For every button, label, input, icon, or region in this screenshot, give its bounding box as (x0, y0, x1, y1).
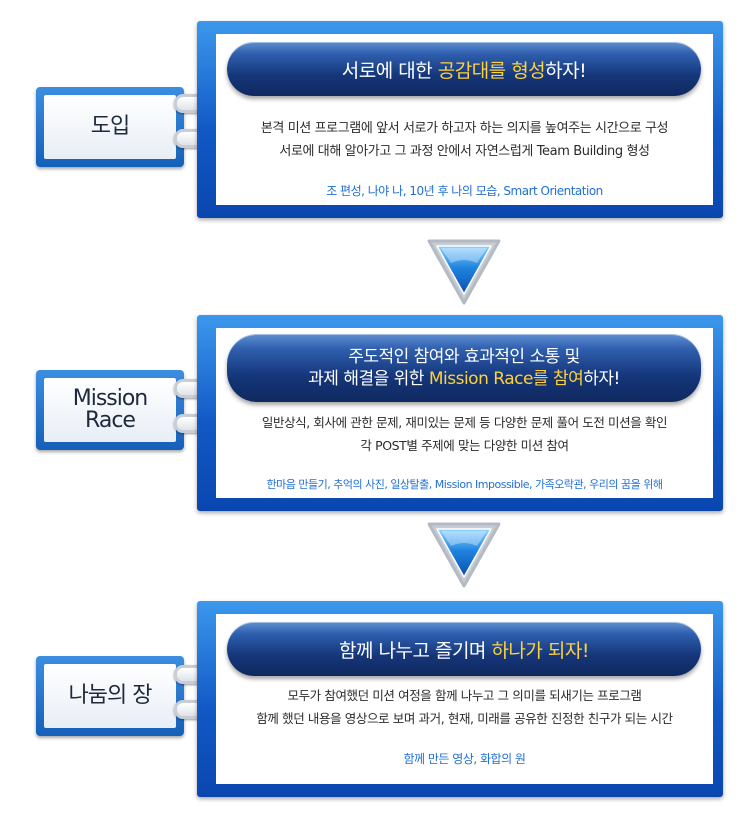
stage-2-title-part: 주도적인 참여와 효과적인 소통 및 (348, 347, 580, 367)
stage-3-activities: 함께 만든 영상, 화합의 원 (403, 752, 526, 766)
stage-3-label: 나눔의 장 (44, 664, 176, 728)
stage-1-title-part: 서로에 대한 (341, 59, 438, 82)
stage-3-title-part: 함께 나누고 즐기며 (338, 639, 492, 662)
stage-3-label-text: 나눔의 장 (68, 683, 153, 708)
stage-2-title: 주도적인 참여와 효과적인 소통 및 과제 해결을 위한 Mission Rac… (227, 334, 701, 402)
stage-2-title-line: 주도적인 참여와 효과적인 소통 및 (348, 346, 580, 368)
stage-3-desc-line: 함께 했던 내용을 영상으로 보며 과거, 현재, 미래를 공유한 진정한 친구… (256, 711, 673, 726)
stage-3-title-highlight: 하나가 되자! (491, 639, 590, 662)
stage-3-title: 함께 나누고 즐기며 하나가 되자! (227, 622, 701, 676)
stage-1-panel-content: 서로에 대한 공감대를 형성하자! 본격 미션 프로그램에 앞서 서로가 하고자… (216, 34, 713, 205)
stage-1-title-part: 하자! (545, 59, 587, 82)
stage-2-desc-line: 일반상식, 회사에 관한 문제, 재미있는 문제 등 다양한 문제 풀어 도전 … (261, 415, 668, 430)
stage-1-desc-line: 본격 미션 프로그램에 앞서 서로가 하고자 하는 의지를 높여주는 시간으로 … (260, 121, 669, 136)
stage-3-title-line: 함께 나누고 즐기며 하나가 되자! (338, 636, 590, 663)
stage-2-title-highlight: Mission Race를 참여 (428, 369, 584, 389)
stage-1-panel: 서로에 대한 공감대를 형성하자! 본격 미션 프로그램에 앞서 서로가 하고자… (197, 21, 723, 218)
stage-2-label-line: Mission (72, 386, 149, 411)
stage-3-panel-content: 함께 나누고 즐기며 하나가 되자! 모두가 참여했던 미션 여정을 함께 나누… (216, 614, 713, 784)
stage-1-label-card: 도입 (36, 87, 184, 167)
stage-1-title: 서로에 대한 공감대를 형성하자! (227, 42, 701, 96)
stage-3-label-card: 나눔의 장 (36, 656, 184, 736)
stage-2-panel-content: 주도적인 참여와 효과적인 소통 및 과제 해결을 위한 Mission Rac… (216, 328, 713, 498)
stage-2-label: Mission Race (44, 378, 176, 442)
stage-1-title-line: 서로에 대한 공감대를 형성하자! (341, 56, 587, 83)
stage-2-activities: 한마음 만들기, 추억의 사진, 일상탈출, Mission Impossibl… (266, 478, 663, 491)
stage-1-activities: 조 편성, 나야 나, 10년 후 나의 모습, Smart Orientati… (326, 184, 603, 198)
stage-1-title-highlight: 공감대를 형성 (437, 59, 546, 82)
down-arrow-icon (427, 239, 501, 305)
stage-2-title-part: 과제 해결을 위한 (308, 369, 429, 389)
stage-1-desc-line: 서로에 대해 알아가고 그 과정 안에서 자연스럽게 Team Building… (279, 144, 650, 159)
stage-2-description: 일반상식, 회사에 관한 문제, 재미있는 문제 등 다양한 문제 풀어 도전 … (216, 411, 713, 457)
stage-1-label: 도입 (44, 95, 176, 159)
stage-2-desc-line: 각 POST별 주제에 맞는 다양한 미션 참여 (360, 438, 569, 453)
stage-2-label-card: Mission Race (36, 370, 184, 450)
stage-2-panel: 주도적인 참여와 효과적인 소통 및 과제 해결을 위한 Mission Rac… (197, 315, 723, 511)
down-arrow-icon (427, 522, 501, 588)
stage-1-description: 본격 미션 프로그램에 앞서 서로가 하고자 하는 의지를 높여주는 시간으로 … (216, 117, 713, 163)
stage-2-label-line: Race (85, 408, 136, 433)
stage-2-title-line: 과제 해결을 위한 Mission Race를 참여하자! (308, 368, 620, 390)
stage-1-label-text: 도입 (90, 114, 130, 139)
stage-2-title-part: 하자! (583, 369, 620, 389)
stage-3-description: 모두가 참여했던 미션 여정을 함께 나누고 그 의미를 되새기는 프로그램 함… (216, 684, 713, 730)
stage-3-panel: 함께 나누고 즐기며 하나가 되자! 모두가 참여했던 미션 여정을 함께 나누… (197, 601, 723, 797)
stage-3-desc-line: 모두가 참여했던 미션 여정을 함께 나누고 그 의미를 되새기는 프로그램 (287, 688, 642, 703)
